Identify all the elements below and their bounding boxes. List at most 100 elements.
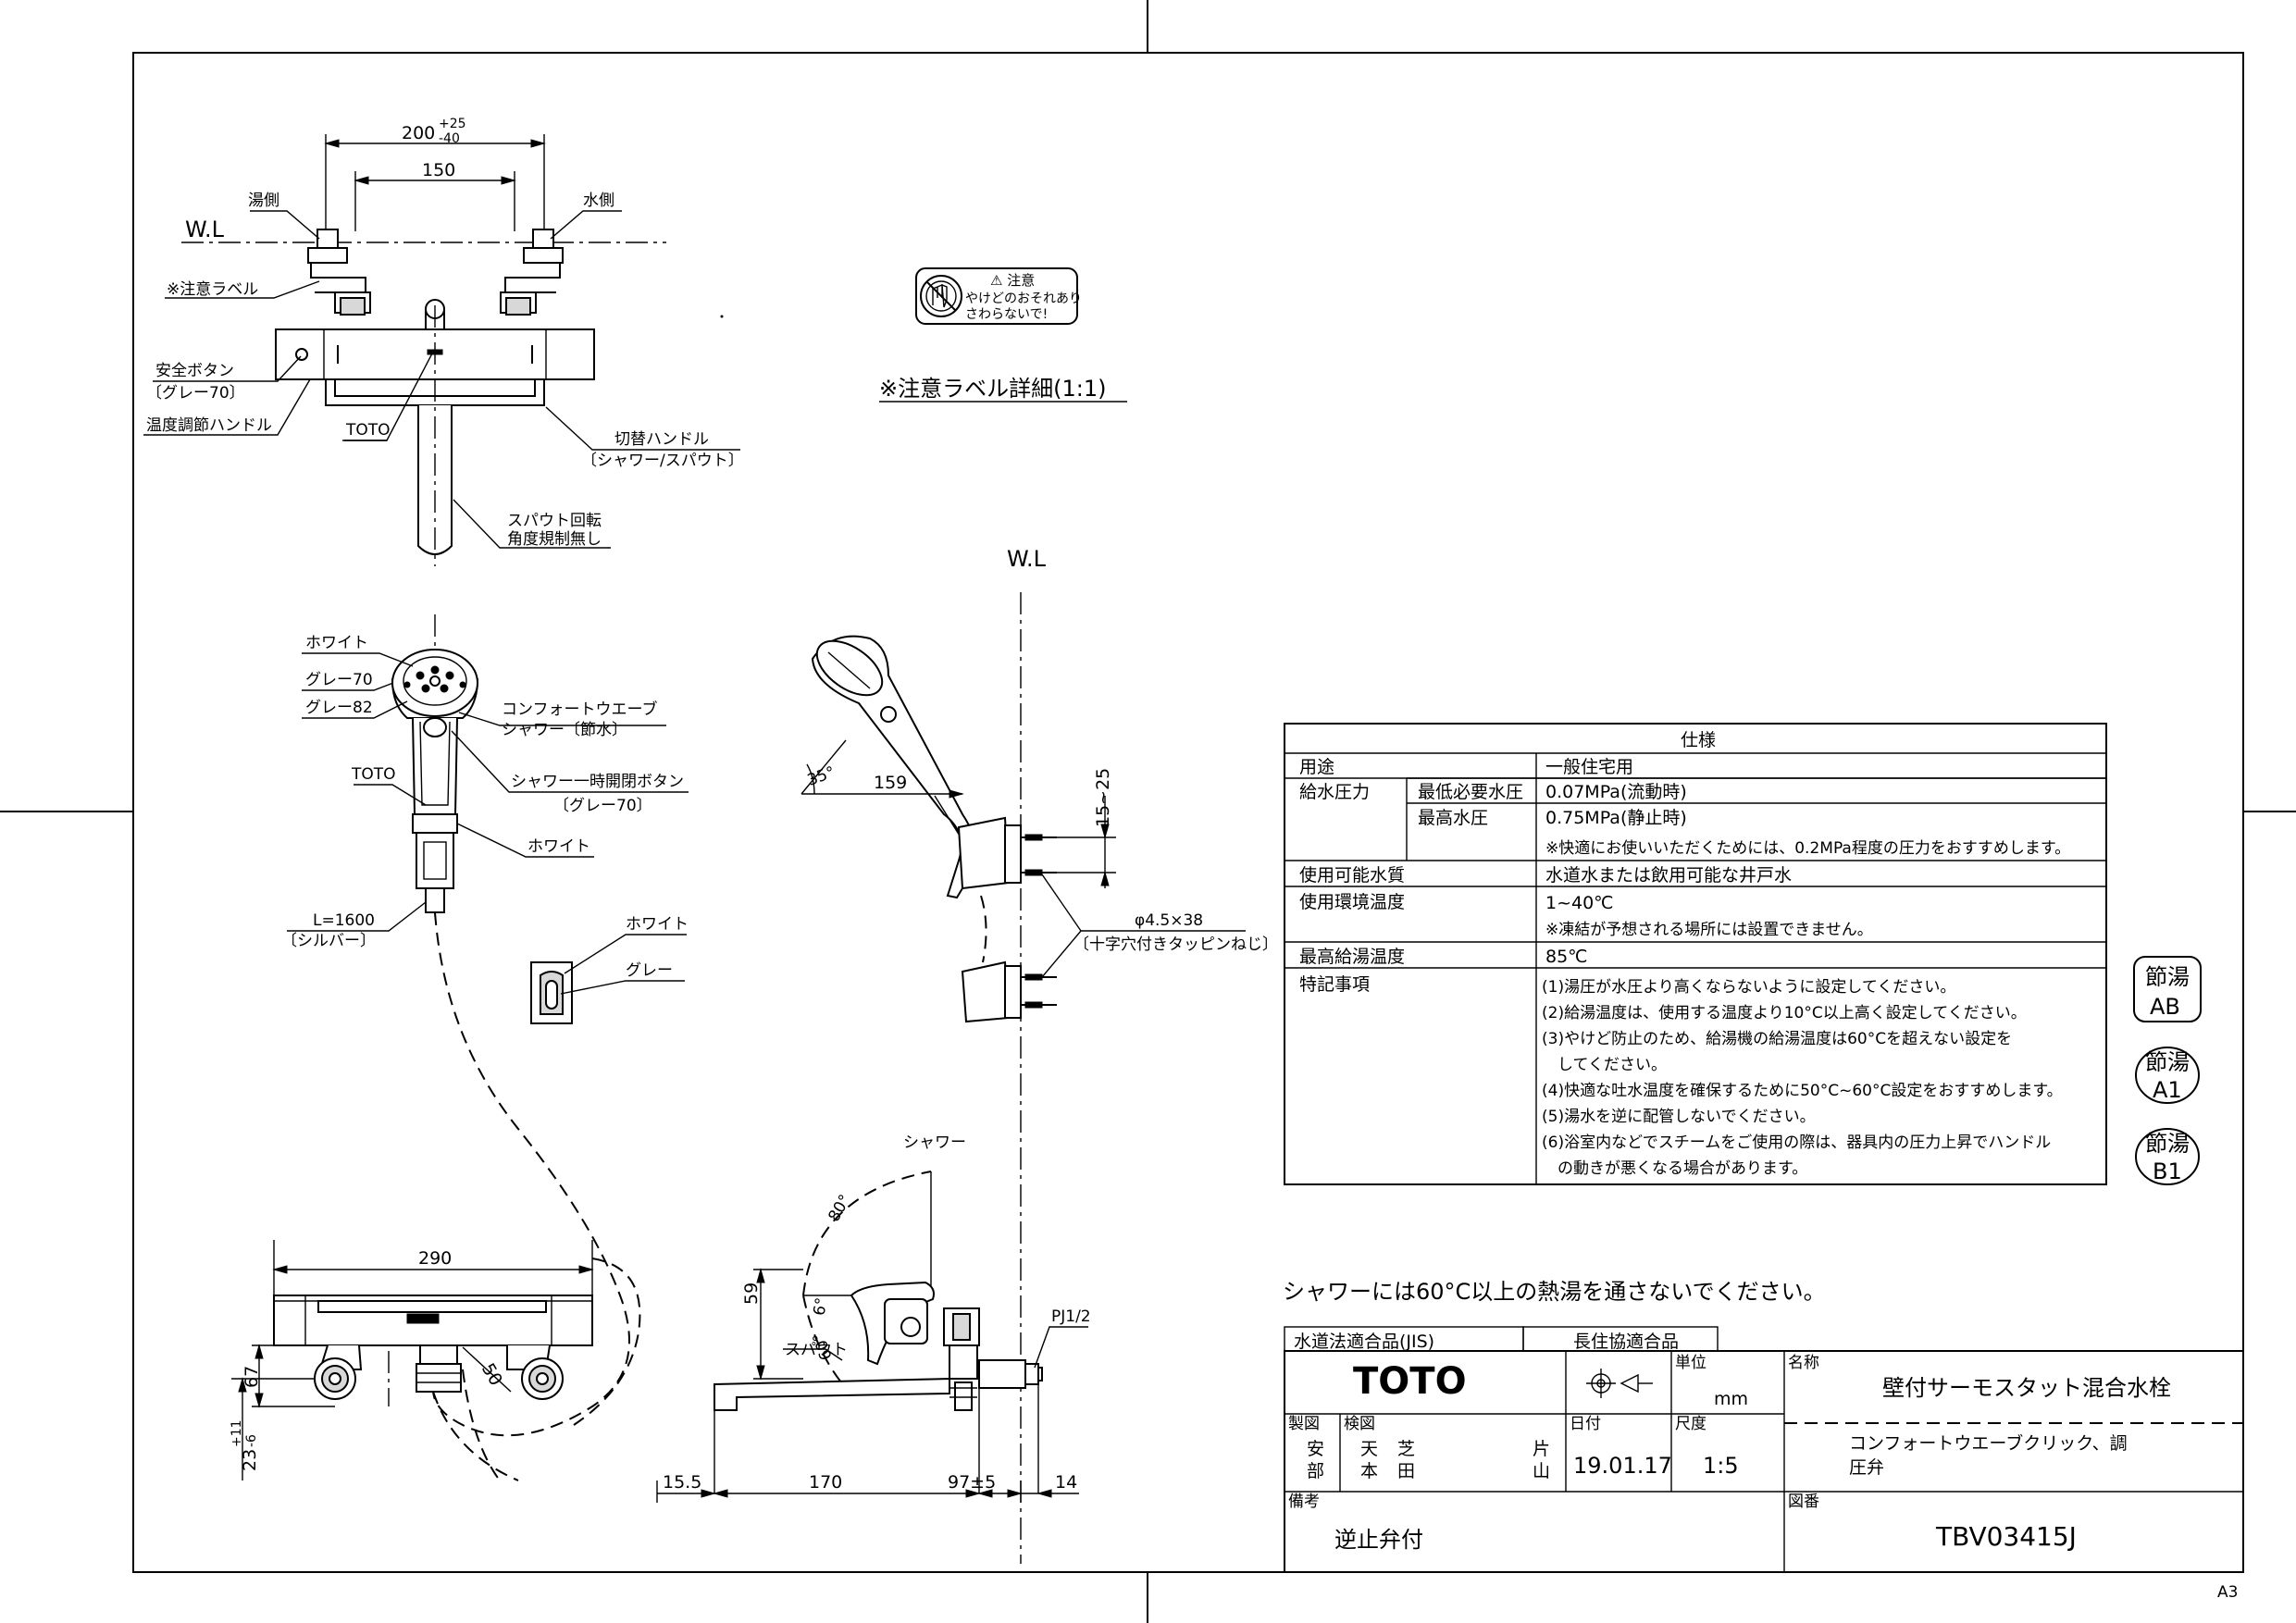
product-sub-2: 圧弁	[1849, 1457, 1884, 1478]
water-saving-badges: 節湯 AB 節湯 A1 節湯 B1	[2133, 956, 2202, 1185]
name-label: 名称	[1788, 1354, 1819, 1372]
checked-name-6: 山	[1533, 1461, 1550, 1481]
comfort-wave-sub: シャワー〔節水〕	[502, 721, 627, 739]
date-label: 日付	[1570, 1415, 1601, 1433]
hose-length: L=1600	[313, 911, 375, 930]
shower-button-label: シャワー一時開閉ボタン	[511, 773, 684, 791]
toto-brand: TOTO	[1353, 1360, 1467, 1403]
holder-detail: ホワイト グレー	[530, 915, 689, 1024]
pj-thread-label: PJ1/2	[1051, 1307, 1091, 1326]
angle-80: 80°	[825, 1192, 854, 1225]
wl-side-label: W.L	[1007, 546, 1047, 572]
tol-plus: +25	[439, 117, 466, 131]
safety-button-label: 安全ボタン	[155, 362, 234, 380]
checked-label: 検図	[1344, 1415, 1375, 1433]
checked-name-5: 片	[1533, 1439, 1550, 1459]
spec-max-hot-value: 85℃	[1545, 947, 1588, 967]
drawn-name-2: 部	[1307, 1461, 1324, 1481]
drawn-name-1: 安	[1307, 1439, 1324, 1459]
dim-15-5: 15.5	[663, 1472, 701, 1493]
spec-min-pressure-value: 0.07MPa(流動時)	[1545, 782, 1687, 802]
angle-6: 6°	[810, 1296, 831, 1318]
tol-plus-11: +11	[230, 1419, 244, 1447]
product-sub-1: コンフォートウエーブクリック、調	[1849, 1432, 2128, 1454]
dim-14: 14	[1055, 1472, 1077, 1493]
holder-detail-grey: グレー	[626, 961, 673, 980]
holder-detail-white: ホワイト	[626, 915, 689, 934]
dim-97: 97±5	[948, 1472, 996, 1493]
angle-35: 35°	[805, 763, 838, 790]
shower-button-color: 〔グレー70〕	[553, 797, 652, 815]
spec-note-6b: の動きが悪くなる場合があります。	[1542, 1159, 1807, 1178]
wl-label: W.L	[185, 217, 225, 242]
shower-white-label: ホワイト	[305, 634, 368, 652]
badge-b1-bottom: B1	[2153, 1158, 2182, 1184]
badge-ab-top: 節湯	[2145, 964, 2190, 990]
spout-rotation-1: スパウト回転	[507, 512, 602, 530]
drawn-label: 製図	[1288, 1415, 1320, 1433]
spec-row-notes: 特記事項	[1299, 974, 1370, 995]
comfort-wave-label: コンフォートウエーブ	[502, 700, 657, 719]
checked-name-1: 天	[1360, 1439, 1378, 1459]
shower-position-label: シャワー	[903, 1134, 966, 1152]
tol-minus-6: -6	[244, 1434, 259, 1447]
caution-line-2: さわらないで!	[965, 307, 1048, 322]
screw-type: 〔十字穴付きタッピンねじ〕	[1074, 935, 1278, 954]
hot-water-notice: シャワーには60°C以上の熱湯を通さないでください。	[1283, 1279, 1826, 1305]
spec-note-1: (1)湯圧が水圧より高くならないように設定してください。	[1542, 978, 1955, 997]
spec-title: 仕様	[1681, 730, 1716, 750]
spec-max-pressure: 最高水圧	[1418, 808, 1488, 828]
scale-label: 尺度	[1675, 1415, 1706, 1433]
checked-name-4: 田	[1397, 1461, 1415, 1481]
caution-line-1: やけどのおそれあり	[965, 291, 1082, 306]
bottom-view: 290 67 23 +11 -6 50	[230, 1240, 641, 1481]
dim-159: 159	[874, 773, 907, 793]
shower-head-front: ホワイト グレー70 グレー82 コンフォートウエーブ シャワー〔節水〕 TOT…	[281, 614, 689, 1437]
spec-max-pressure-value: 0.75MPa(静止時)	[1545, 808, 1687, 828]
badge-a1-bottom: A1	[2153, 1077, 2182, 1103]
spec-water-value: 水道水または飲用可能な井戸水	[1545, 865, 1792, 886]
dim-290: 290	[418, 1248, 452, 1269]
shower-grey82-label: グレー82	[305, 699, 373, 717]
holder-white-label: ホワイト	[527, 837, 590, 856]
cert-jis: 水道法適合品(JIS)	[1294, 1332, 1434, 1352]
spec-row-env-temp: 使用環境温度	[1299, 892, 1405, 912]
badge-a1-top: 節湯	[2145, 1049, 2190, 1075]
caution-label-detail: ⚠ 注意 やけどのおそれあり さわらないで! ※注意ラベル詳細(1:1)	[720, 267, 1127, 403]
spec-min-pressure: 最低必要水圧	[1418, 782, 1523, 802]
screw-dia: φ4.5×38	[1135, 911, 1203, 930]
spec-row-pressure: 給水圧力	[1299, 782, 1370, 802]
title-block: 水道法適合品(JIS) 長住協適合品 TOTO 単位 mm 名称 壁付サーモスタ…	[1284, 1326, 2244, 1602]
side-view: W.L 159 35° 15~25	[656, 546, 1278, 1564]
spec-note-4: (4)快適な吐水温度を確保するために50°C~60°C設定をおすすめします。	[1542, 1082, 2063, 1100]
unit-value: mm	[1714, 1389, 1748, 1409]
temp-handle-label: 温度調節ハンドル	[146, 416, 272, 435]
hot-side-label: 湯側	[248, 192, 279, 210]
spec-note-6: (6)浴室内などでスチームをご使用の際は、器具内の圧力上昇でハンドル	[1542, 1133, 2051, 1152]
hose-color: 〔シルバー〕	[281, 932, 376, 950]
shower-grey70-label: グレー70	[305, 671, 373, 689]
spec-note-3b: してください。	[1542, 1056, 1667, 1074]
dim-170: 170	[809, 1472, 842, 1493]
product-name: 壁付サーモスタット混合水栓	[1882, 1375, 2171, 1401]
remarks-value: 逆止弁付	[1334, 1527, 1423, 1553]
tol-minus: -40	[439, 131, 460, 146]
spec-note-3: (3)やけど防止のため、給湯機の給湯温度は60°Cを超えない設定を	[1542, 1030, 2012, 1048]
checked-name-3: 芝	[1397, 1439, 1415, 1459]
spec-env-temp-value: 1~40℃	[1545, 893, 1614, 913]
label-detail-caption: ※注意ラベル詳細(1:1)	[879, 376, 1106, 402]
safety-button-color: 〔グレー70〕	[146, 384, 245, 403]
cold-side-label: 水側	[583, 192, 614, 210]
spec-row-use: 用途	[1299, 757, 1334, 777]
caution-title: ⚠ 注意	[990, 272, 1035, 289]
dim-200: 200	[402, 123, 435, 143]
toto-shower-ref: TOTO	[351, 765, 396, 784]
dim-15-25: 15~25	[1093, 768, 1113, 827]
spout-rotation-2: 角度規制無し	[507, 530, 602, 549]
toto-logo-ref: TOTO	[345, 421, 391, 440]
front-view: 200 +25 -40 150 W.L	[143, 117, 744, 566]
spec-table: 仕様 用途 一般住宅用 給水圧力 最低必要水圧 0.07MPa(流動時) 最高水…	[1284, 723, 2107, 1185]
spec-note-2: (2)給湯温度は、使用する温度より10°C以上高く設定してください。	[1542, 1003, 2027, 1022]
spout-position-label: スパウト	[785, 1341, 848, 1359]
